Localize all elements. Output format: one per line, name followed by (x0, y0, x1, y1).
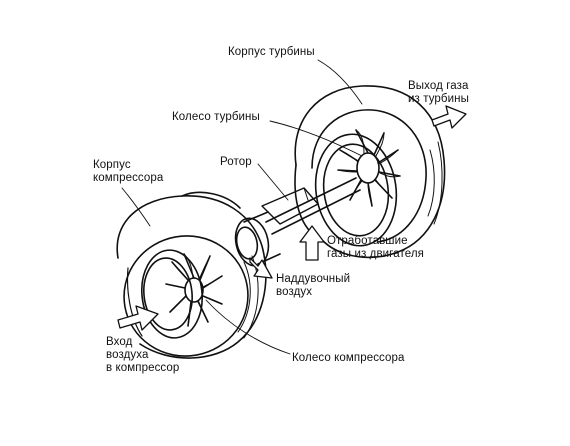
boost-air-arrow-icon (249, 257, 273, 279)
label-turbine-wheel: Колесо турбины (172, 111, 260, 123)
leader-turbine-wheel (269, 120, 363, 157)
leader-turbine-housing (317, 59, 363, 105)
leader-compressor-wheel (205, 299, 291, 355)
exhaust-out-arrow-icon (431, 105, 467, 129)
label-rotor: Ротор (220, 156, 252, 168)
turbine-housing-shape (294, 85, 446, 259)
leader-compressor-housing (121, 187, 151, 227)
leader-lines (121, 59, 363, 355)
air-inlet-arrow-icon (117, 305, 159, 331)
exhaust-in-arrow-icon (299, 225, 325, 261)
label-compressor-housing: Корпус компрессора (93, 159, 164, 184)
label-exhaust-gases: Отработавшие газы из двигателя (327, 235, 424, 260)
label-turbine-housing: Корпус турбины (228, 46, 315, 58)
compressor-wheel-shape (165, 253, 223, 327)
label-boost-air: Наддувочный воздух (276, 273, 351, 298)
leader-rotor (257, 163, 289, 201)
label-exhaust-out: Выход газа из турбины (408, 80, 469, 105)
label-air-inlet: Вход воздуха в компрессор (106, 336, 180, 374)
label-compressor-wheel: Колесо компрессора (292, 352, 405, 364)
turbine-wheel-shape (337, 129, 401, 207)
